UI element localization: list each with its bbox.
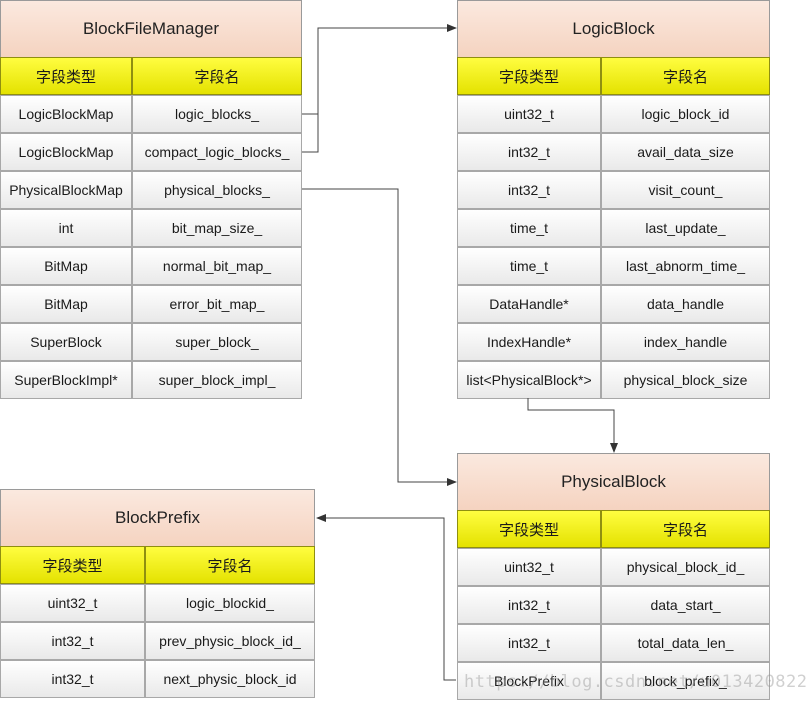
field-type-cell: int32_t: [457, 624, 601, 662]
field-type-cell: time_t: [457, 247, 601, 285]
field-name-cell: block_prefix_: [601, 662, 770, 700]
field-name-cell: compact_logic_blocks_: [132, 133, 302, 171]
field-name-cell: last_abnorm_time_: [601, 247, 770, 285]
field-type-cell: PhysicalBlockMap: [0, 171, 132, 209]
field-name-cell: error_bit_map_: [132, 285, 302, 323]
field-type-cell: LogicBlockMap: [0, 133, 132, 171]
field-type-cell: int32_t: [0, 660, 145, 698]
field-type-cell: int: [0, 209, 132, 247]
field-type-cell: int32_t: [0, 622, 145, 660]
header-field-type: 字段类型: [0, 546, 145, 584]
header-field-type: 字段类型: [0, 57, 132, 95]
logicblock-title: LogicBlock: [457, 0, 770, 57]
field-type-cell: IndexHandle*: [457, 323, 601, 361]
field-type-cell: LogicBlockMap: [0, 95, 132, 133]
field-type-cell: SuperBlock: [0, 323, 132, 361]
blockfilemanager-title: BlockFileManager: [0, 0, 302, 57]
field-name-cell: super_block_impl_: [132, 361, 302, 399]
field-name-cell: bit_map_size_: [132, 209, 302, 247]
field-name-cell: logic_blockid_: [145, 584, 315, 622]
field-type-cell: uint32_t: [0, 584, 145, 622]
field-name-cell: data_handle: [601, 285, 770, 323]
field-type-cell: time_t: [457, 209, 601, 247]
field-name-cell: index_handle: [601, 323, 770, 361]
arrow-physical-blocks-to-physicalblock: [302, 188, 457, 486]
field-name-cell: next_physic_block_id: [145, 660, 315, 698]
header-field-name: 字段名: [601, 510, 770, 548]
field-name-cell: last_update_: [601, 209, 770, 247]
header-field-name: 字段名: [145, 546, 315, 584]
field-type-cell: int32_t: [457, 133, 601, 171]
field-name-cell: logic_blocks_: [132, 95, 302, 133]
header-field-name: 字段名: [132, 57, 302, 95]
field-name-cell: physical_block_id_: [601, 548, 770, 586]
header-field-type: 字段类型: [457, 57, 601, 95]
field-name-cell: avail_data_size: [601, 133, 770, 171]
header-field-type: 字段类型: [457, 510, 601, 548]
blockprefix-title: BlockPrefix: [0, 489, 315, 546]
physicalblock-title: PhysicalBlock: [457, 453, 770, 510]
field-type-cell: list<PhysicalBlock*>: [457, 361, 601, 399]
field-type-cell: DataHandle*: [457, 285, 601, 323]
field-name-cell: prev_physic_block_id_: [145, 622, 315, 660]
arrow-block-prefix-to-blockprefix: [316, 514, 456, 681]
arrow-compact-logic-blocks-to-logicblock: [302, 28, 319, 153]
arrow-logic-blocks-to-logicblock: [302, 24, 457, 115]
field-type-cell: int32_t: [457, 586, 601, 624]
field-name-cell: total_data_len_: [601, 624, 770, 662]
field-name-cell: data_start_: [601, 586, 770, 624]
field-name-cell: physical_block_size: [601, 361, 770, 399]
field-type-cell: BitMap: [0, 285, 132, 323]
field-type-cell: uint32_t: [457, 95, 601, 133]
field-name-cell: visit_count_: [601, 171, 770, 209]
field-name-cell: normal_bit_map_: [132, 247, 302, 285]
field-type-cell: BlockPrefix: [457, 662, 601, 700]
field-type-cell: SuperBlockImpl*: [0, 361, 132, 399]
field-name-cell: logic_block_id: [601, 95, 770, 133]
field-type-cell: uint32_t: [457, 548, 601, 586]
field-type-cell: BitMap: [0, 247, 132, 285]
watermark-text: https://blog.csdn.net/u013420822: [464, 672, 808, 692]
arrow-logicblock-list-to-physicalblock: [527, 398, 618, 453]
field-type-cell: int32_t: [457, 171, 601, 209]
field-name-cell: physical_blocks_: [132, 171, 302, 209]
relationship-arrows: [302, 24, 618, 681]
header-field-name: 字段名: [601, 57, 770, 95]
field-name-cell: super_block_: [132, 323, 302, 361]
